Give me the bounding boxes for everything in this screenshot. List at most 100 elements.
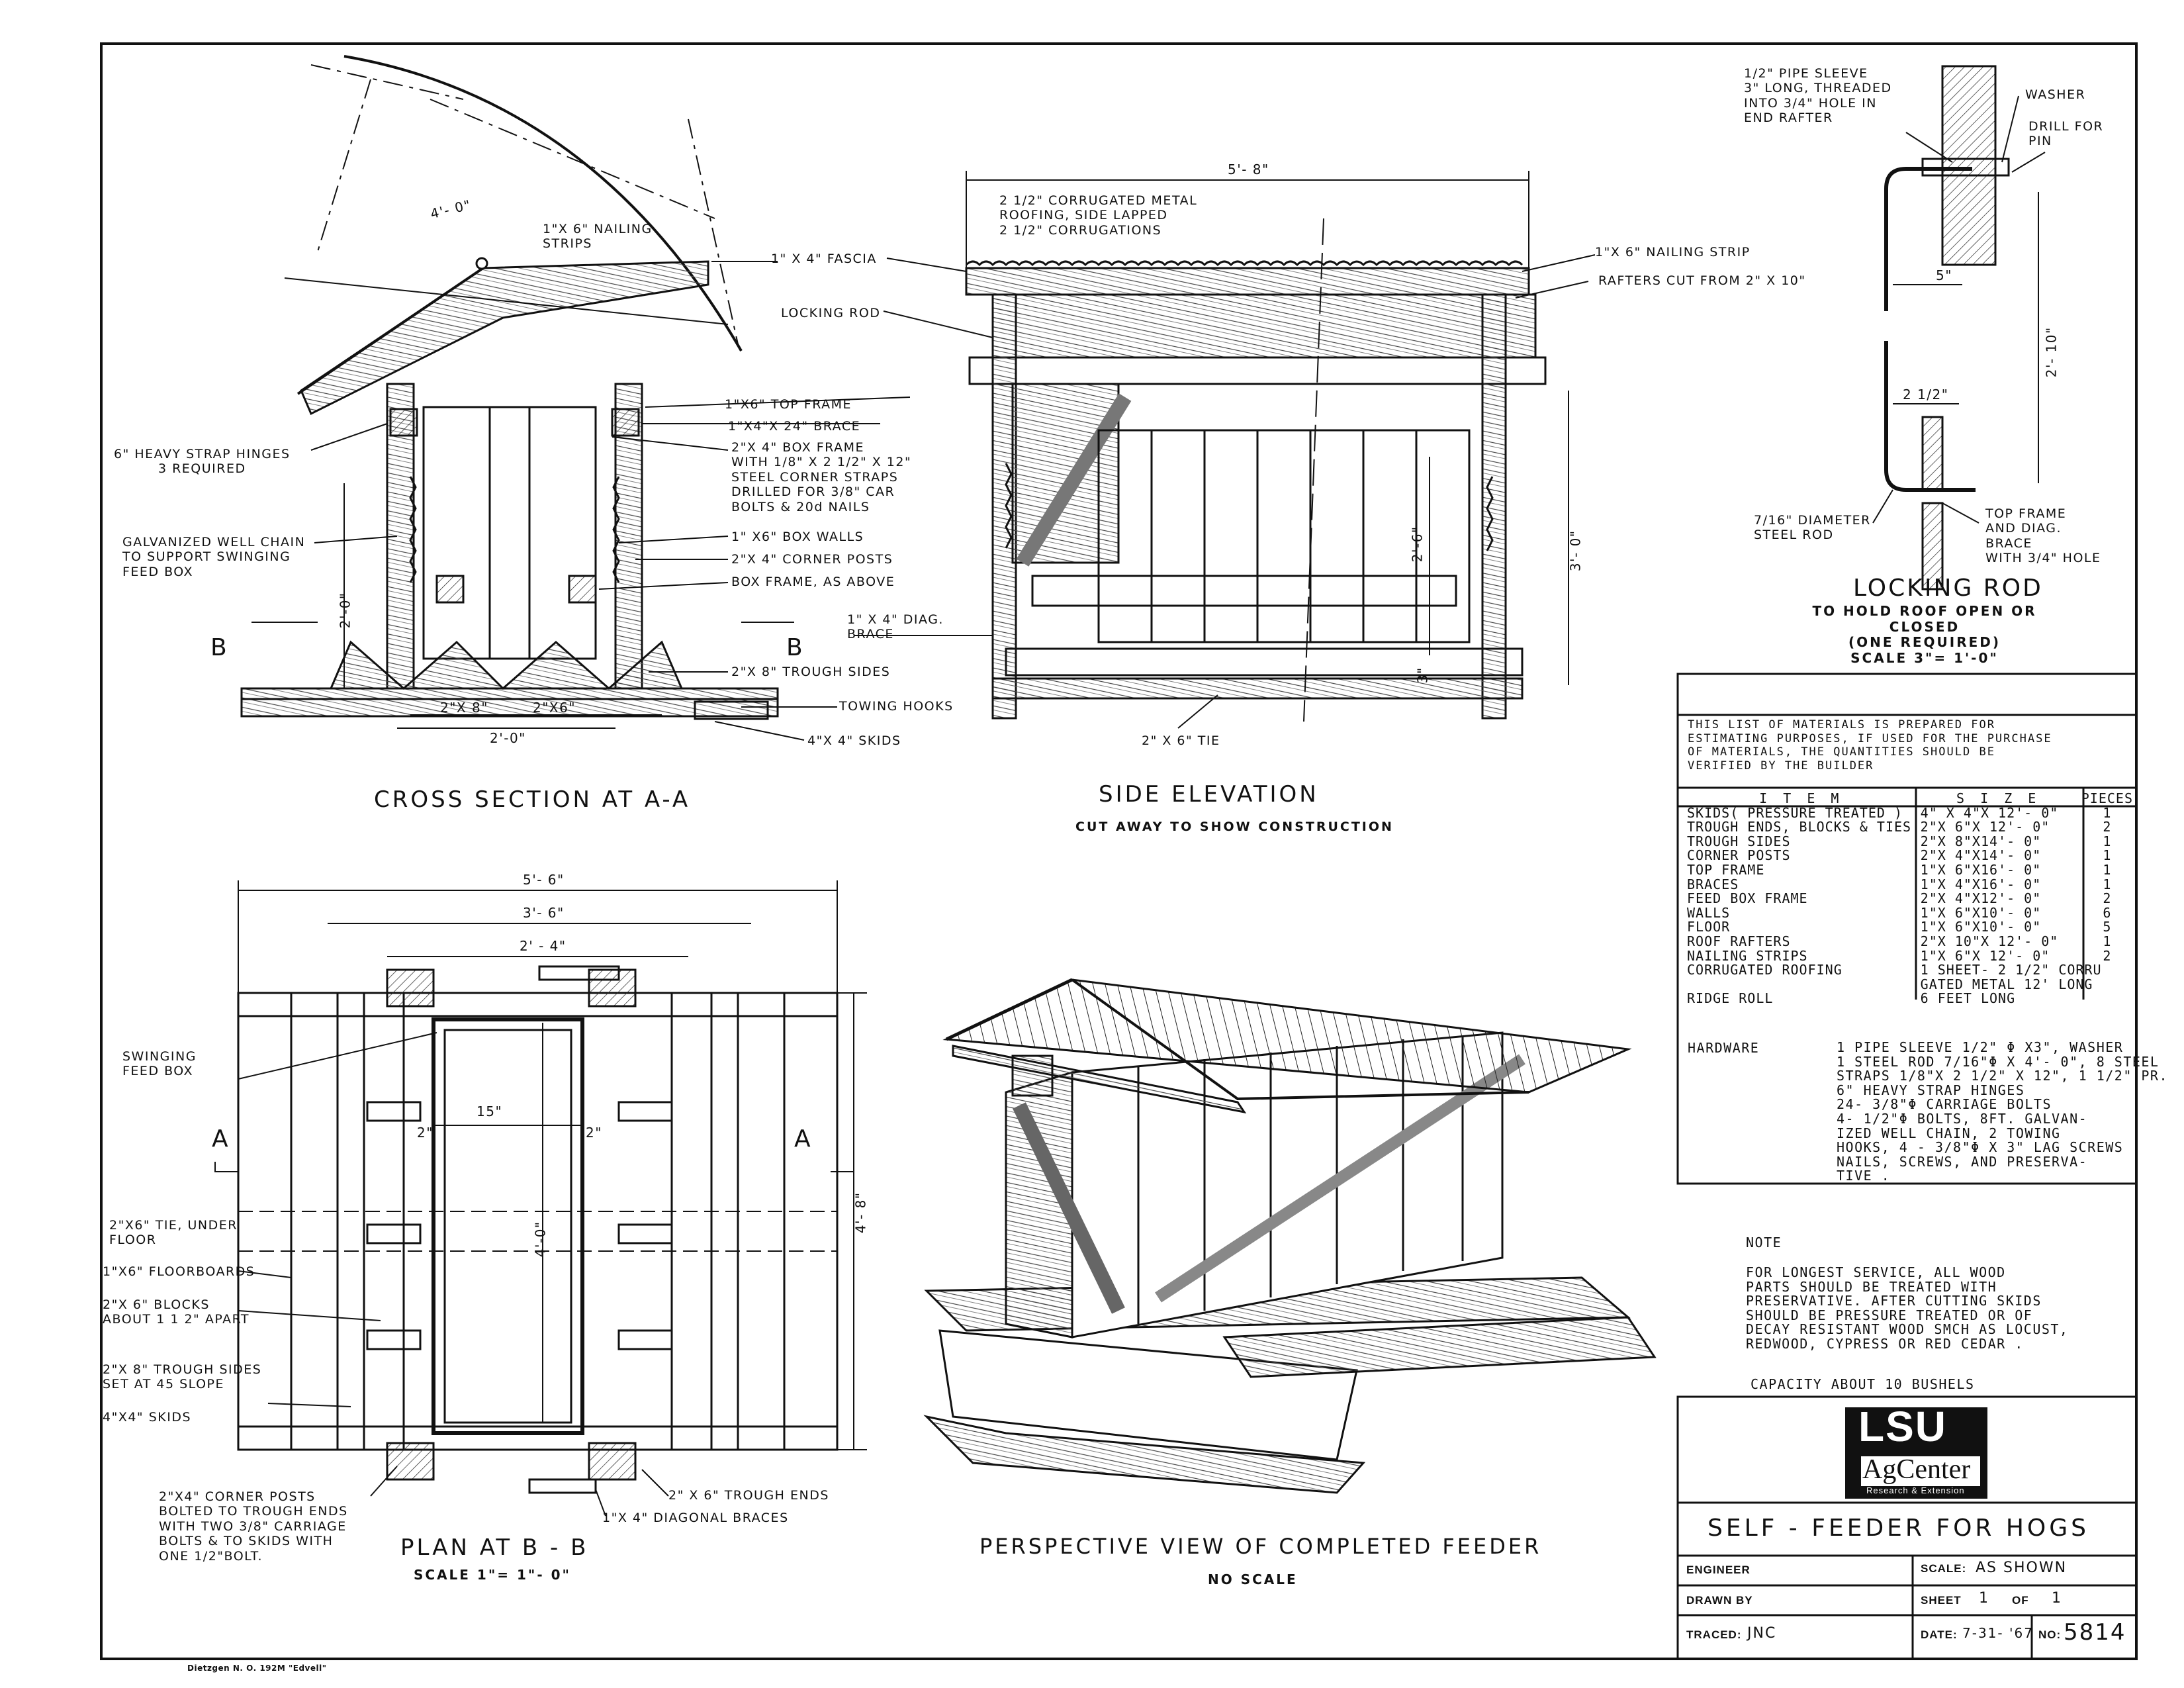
rod-label-top-frame: TOP FRAME AND DIAG. BRACE WITH 3/4" HOLE	[1985, 506, 2101, 566]
materials-box-frame	[1676, 673, 2138, 1185]
table-row: CORRUGATED ROOFING 1 SHEET- 2 1/2" CORRU …	[1684, 962, 2136, 992]
cross-dim-2x6: 2"X6"	[533, 700, 576, 716]
engineer-label: ENGINEER	[1686, 1564, 1751, 1576]
size-cell: 1 SHEET- 2 1/2" CORRU GATED METAL 12' LO…	[1920, 962, 2102, 992]
table-row: TROUGH SIDES 2"X 8"X14'- 0" 1	[1684, 833, 2136, 849]
cross-dim-2x8: 2"X 8"	[440, 700, 488, 716]
cross-label-top-frame: 1"X6" TOP FRAME	[725, 397, 852, 412]
size-cell: 1"X 6"X10'- 0"	[1920, 919, 2042, 935]
logo-text-lsu: LSU	[1858, 1403, 1947, 1450]
plan-label-corner-posts: 2"X4" CORNER POSTS BOLTED TO TROUGH ENDS…	[159, 1489, 348, 1564]
item-cell: FLOOR	[1687, 919, 1731, 935]
plan-dim-3-6: 3'- 6"	[523, 905, 565, 921]
date-value: 7-31- '67	[1962, 1625, 2034, 1641]
table-row: BRACES 1"X 4"X16'- 0" 1	[1684, 876, 2136, 892]
materials-header-size: S I Z E	[1956, 790, 2040, 806]
cross-label-brace: 1"X4"X 24" BRACE	[728, 419, 861, 434]
size-cell: 1"X 6"X10'- 0"	[1920, 904, 2042, 921]
size-cell: 2"X 6"X 12'- 0"	[1920, 819, 2050, 835]
plan-dim-15: 15"	[477, 1103, 503, 1119]
drawing-no-label: NO:	[2038, 1628, 2062, 1641]
plan-dim-2-4: 2' - 4"	[520, 938, 567, 954]
item-cell: WALLS	[1687, 904, 1731, 921]
side-label-rafters: RAFTERS CUT FROM 2" X 10"	[1598, 273, 1806, 288]
drawing-title: SELF - FEEDER FOR HOGS	[1707, 1515, 2090, 1542]
size-cell: 2"X 8"X14'- 0"	[1920, 833, 2042, 849]
lsu-logo	[1845, 1407, 1987, 1499]
plan-dim-5-6: 5'- 6"	[523, 872, 565, 888]
plan-label-diag-braces: 1"X 4" DIAGONAL BRACES	[602, 1511, 789, 1525]
cross-label-nailing-strips: 1"X 6" NAILING STRIPS	[543, 222, 653, 252]
note-text: FOR LONGEST SERVICE, ALL WOOD PARTS SHOU…	[1746, 1264, 2069, 1352]
pieces-cell: 1	[2103, 833, 2112, 849]
scale-value: AS SHOWN	[1976, 1560, 2068, 1576]
size-cell: 1"X 4"X16'- 0"	[1920, 876, 2042, 892]
side-label-roofing: 2 1/2" CORRUGATED METAL ROOFING, SIDE LA…	[999, 193, 1198, 238]
locking-rod-subtitle: TO HOLD ROOF OPEN OR CLOSED (ONE REQUIRE…	[1812, 603, 2037, 666]
plan-marker-a-right: A	[794, 1125, 813, 1152]
item-cell: TROUGH ENDS, BLOCKS & TIES	[1687, 819, 1912, 835]
plan-dim-4-8: 4'- 8"	[852, 1192, 869, 1234]
plan-label-skids: 4"X4" SKIDS	[103, 1410, 192, 1425]
note-heading: NOTE	[1746, 1235, 1782, 1250]
size-cell: 6 FEET LONG	[1920, 990, 2016, 1007]
cross-section-marker-b-right: B	[786, 634, 805, 661]
cross-label-strap-hinges: 6" HEAVY STRAP HINGES 3 REQUIRED	[114, 447, 291, 477]
item-cell: BRACES	[1687, 876, 1739, 892]
drawn-by-label: DRAWN BY	[1686, 1594, 1753, 1607]
size-cell: 2"X 10"X 12'- 0"	[1920, 933, 2059, 949]
sheet-label: SHEET	[1921, 1594, 1962, 1607]
cross-label-skids: 4"X 4" SKIDS	[807, 733, 901, 748]
pieces-cell: 2	[2103, 947, 2112, 964]
cross-section-title: CROSS SECTION AT A-A	[374, 786, 691, 813]
sheet-value: 1	[1979, 1590, 1989, 1607]
materials-hardware-label: HARDWARE	[1688, 1040, 1760, 1056]
materials-hardware-list: 1 PIPE SLEEVE 1/2" Φ X3", WASHER 1 STEEL…	[1837, 1039, 2169, 1184]
materials-header-pieces: PIECES	[2081, 790, 2133, 806]
cross-dim-2-0-horizontal: 2'-0"	[490, 730, 526, 746]
of-label: OF	[2012, 1594, 2029, 1607]
pieces-cell: 1	[2103, 876, 2112, 892]
item-cell: CORNER POSTS	[1687, 847, 1791, 864]
materials-header-row: I T E M S I Z E PIECES	[1684, 790, 2136, 806]
paper-imprint: Dietzgen N. O. 192M "Edvell"	[187, 1664, 327, 1673]
size-cell: 2"X 4"X14'- 0"	[1920, 847, 2042, 864]
plan-dim-4-0: 4'-0"	[532, 1221, 549, 1258]
item-cell: SKIDS( PRESSURE TREATED )	[1687, 804, 1903, 821]
pieces-cell: 2	[2103, 890, 2112, 907]
cross-label-box-frame-above: BOX FRAME, AS ABOVE	[731, 575, 895, 589]
materials-header-item: I T E M	[1759, 790, 1843, 806]
rod-label-steel-rod: 7/16" DIAMETER STEEL ROD	[1754, 513, 1871, 543]
plan-label-trough-sides: 2"X 8" TROUGH SIDES SET AT 45 SLOPE	[103, 1362, 262, 1392]
materials-note: THIS LIST OF MATERIALS IS PREPARED FOR E…	[1688, 718, 2052, 773]
item-cell: CORRUGATED ROOFING	[1687, 962, 1843, 978]
side-dim-3: 3"	[1414, 667, 1431, 684]
side-dim-2-6: 2'-6"	[1409, 526, 1426, 563]
pieces-cell: 1	[2103, 861, 2112, 878]
plan-drawing	[214, 880, 867, 1517]
rod-label-drill: DRILL FOR PIN	[2028, 119, 2104, 149]
item-cell: FEED BOX FRAME	[1687, 890, 1808, 907]
plan-dim-2b: 2"	[586, 1125, 602, 1141]
size-cell: 1"X 6"X16'- 0"	[1920, 861, 2042, 878]
plan-subtitle: SCALE 1"= 1"- 0"	[414, 1567, 571, 1583]
item-cell: TROUGH SIDES	[1687, 833, 1791, 849]
plan-label-swinging: SWINGING FEED BOX	[122, 1049, 197, 1079]
cross-label-fascia: 1" X 4" FASCIA	[771, 252, 877, 266]
cross-section-marker-b-left: B	[210, 634, 229, 661]
side-elevation-subtitle: CUT AWAY TO SHOW CONSTRUCTION	[1075, 820, 1394, 834]
traced-value: JNC	[1747, 1625, 1777, 1642]
item-cell: ROOF RAFTERS	[1687, 933, 1791, 949]
table-row: SKIDS( PRESSURE TREATED )4" X 4"X 12'- 0…	[1684, 806, 2136, 821]
cross-label-corner-posts: 2"X 4" CORNER POSTS	[731, 552, 893, 567]
locking-rod-title: LOCKING ROD	[1853, 575, 2043, 602]
plan-label-tie-under: 2"X6" TIE, UNDER FLOOR	[109, 1218, 238, 1248]
side-label-tie: 2" X 6" TIE	[1142, 733, 1220, 748]
side-elevation-drawing	[854, 171, 1596, 729]
